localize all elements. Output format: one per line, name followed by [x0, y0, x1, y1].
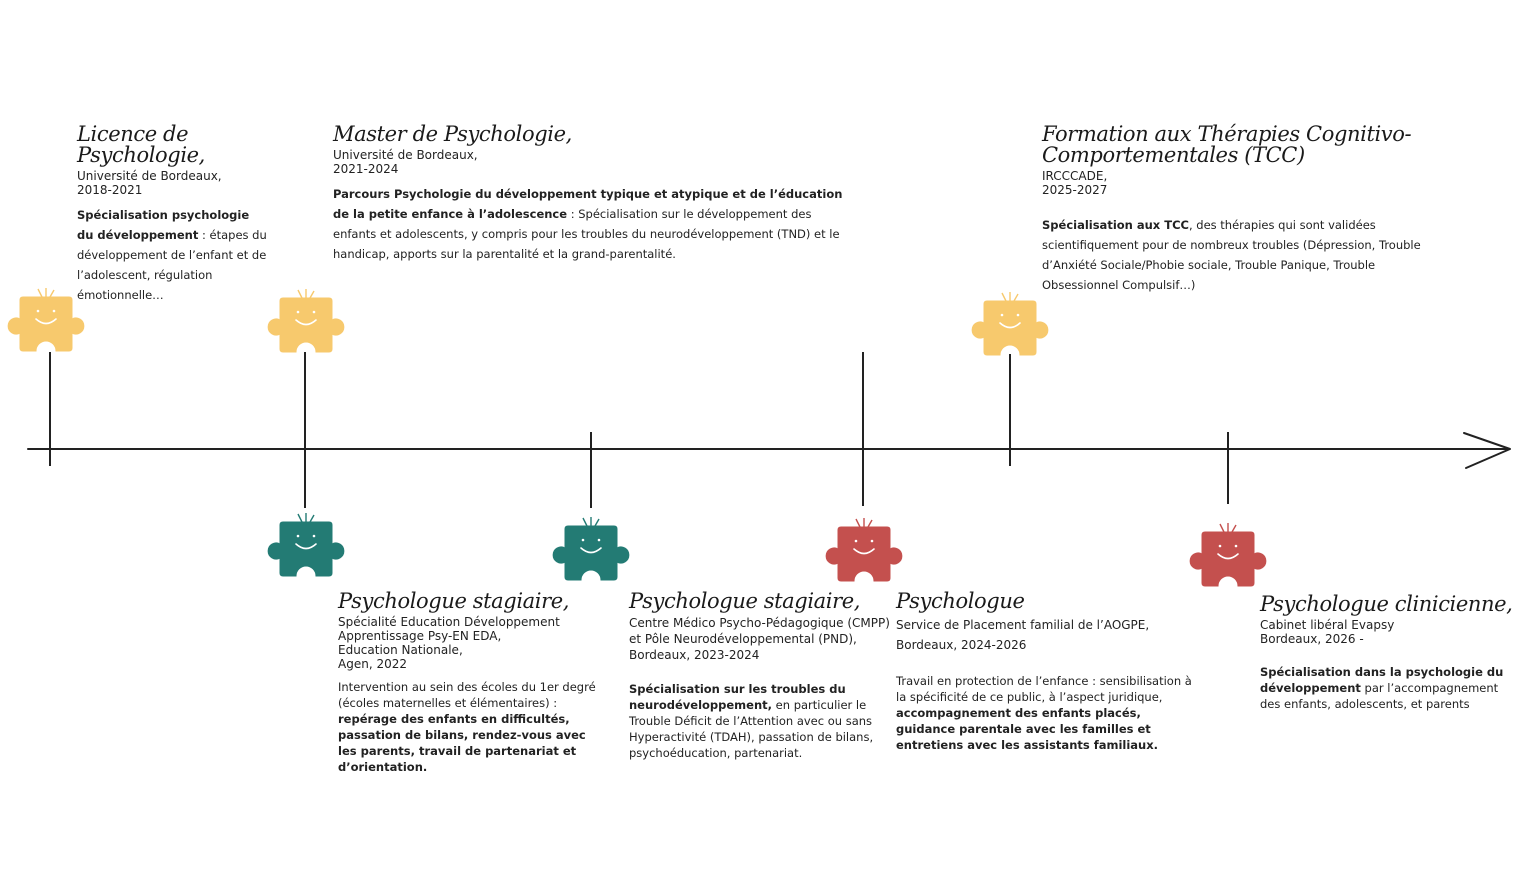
event-subtitle: Spécialité Education Développement Appre…	[338, 615, 560, 671]
event-tcc: Formation aux Thérapies Cognitivo-Compor…	[1042, 124, 1422, 295]
timeline-axis	[27, 447, 1509, 451]
event-title: Formation aux Thérapies Cognitivo-Compor…	[1042, 122, 1412, 167]
puzzle-icon-master	[267, 288, 345, 353]
event-subtitle: Centre Médico Psycho-Pédagogique (CMPP) …	[629, 616, 890, 662]
puzzle-icon-stage-eda	[267, 512, 345, 577]
event-description: Spécialisation psychologie du développem…	[77, 208, 267, 302]
event-title: Master de Psychologie,	[333, 122, 572, 146]
event-title: Psychologue stagiaire,	[338, 589, 570, 613]
event-title: Psychologue clinicienne,	[1260, 592, 1513, 616]
event-description: Spécialisation aux TCC, des thérapies qu…	[1042, 218, 1421, 292]
event-description: Spécialisation sur les troubles du neuro…	[629, 682, 874, 760]
event-psychologue-aogpe: Psychologue Service de Placement familia…	[896, 591, 1201, 753]
puzzle-icon-clinicienne	[1189, 522, 1267, 587]
event-subtitle: Service de Placement familial de l’AOGPE…	[896, 618, 1150, 652]
timeline-arrowhead	[1463, 432, 1511, 469]
event-clinicienne: Psychologue clinicienne, Cabinet libéral…	[1260, 592, 1513, 712]
event-subtitle: Cabinet libéral Evapsy Bordeaux, 2026 -	[1260, 618, 1395, 646]
puzzle-icon-psychologue	[825, 517, 903, 582]
event-stage-cmpp: Psychologue stagiaire, Centre Médico Psy…	[629, 589, 890, 761]
event-description: Parcours Psychologie du développement ty…	[333, 187, 843, 261]
event-subtitle: IRCCCADE, 2025-2027	[1042, 169, 1108, 197]
event-title: Psychologue	[896, 589, 1025, 613]
event-subtitle: Université de Bordeaux, 2021-2024	[333, 148, 478, 176]
event-master: Master de Psychologie, Université de Bor…	[333, 124, 853, 264]
event-subtitle: Université de Bordeaux, 2018-2021	[77, 169, 222, 197]
event-description: Travail en protection de l’enfance : sen…	[896, 674, 1192, 752]
puzzle-icon-tcc	[971, 291, 1049, 356]
puzzle-icon-licence	[7, 287, 85, 352]
event-description: Spécialisation dans la psychologie du dé…	[1260, 665, 1504, 711]
event-licence: Licence de Psychologie, Université de Bo…	[77, 124, 267, 305]
event-title: Licence de Psychologie,	[77, 122, 205, 167]
puzzle-icon-stage-cmpp	[552, 516, 630, 581]
event-stage-eda: Psychologue stagiaire, Spécialité Educat…	[338, 591, 608, 775]
event-title: Psychologue stagiaire,	[629, 589, 861, 613]
event-description: Intervention au sein des écoles du 1er d…	[338, 680, 596, 774]
